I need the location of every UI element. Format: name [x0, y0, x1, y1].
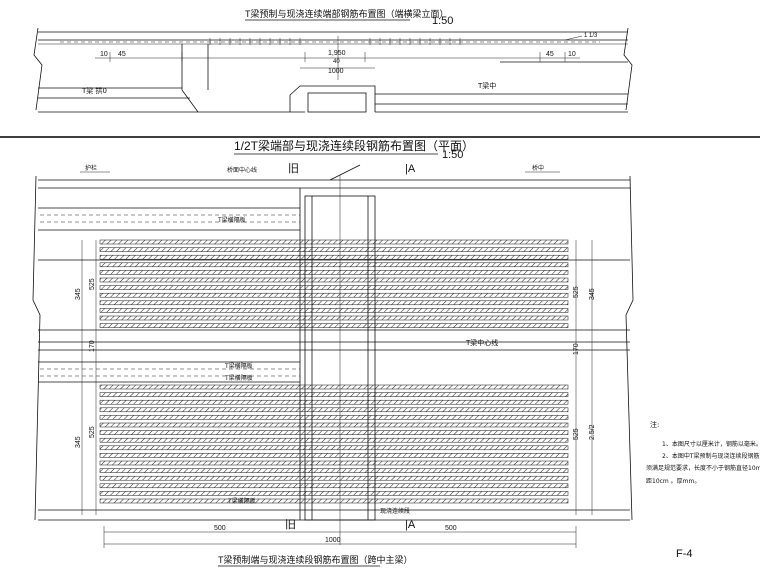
dim-center-40: 40 — [333, 59, 340, 65]
notes-line-4: 距10cm 。厚mm。 — [646, 478, 700, 485]
right-dim-2: 345 — [589, 288, 596, 300]
bottom-dim-total: 1000 — [325, 537, 341, 544]
rebar-group-lower — [99, 384, 569, 504]
dim-right-tag: 1 1/3 — [584, 33, 598, 39]
dim-right-45: 45 — [546, 51, 554, 58]
top-right-label: T梁中 — [477, 81, 496, 90]
rebar-band — [99, 254, 569, 260]
rebar-band — [99, 460, 569, 466]
rebar-band — [99, 277, 569, 283]
rebar-band — [99, 475, 569, 481]
rebar-band — [99, 270, 569, 275]
right-dim-5: 2.5/2 — [589, 424, 596, 440]
top-view-scale: 1:50 — [432, 15, 453, 27]
notes-heading: 注: — [650, 420, 659, 429]
sheet-number: F-4 — [676, 548, 693, 560]
rebar-band — [99, 445, 569, 451]
left-dim-4: 345 — [75, 436, 82, 448]
row-label-3: T梁横隔板 — [224, 374, 253, 382]
rebar-band — [99, 285, 569, 290]
left-dim-5: 525 — [89, 426, 96, 438]
dim-center-1000: 1000 — [328, 68, 344, 75]
drawing-title: T梁预制端与现浇连续段钢筋布置图（跨中主梁） — [218, 554, 413, 565]
plan-view-title: 1/2T梁端部与现浇连续段钢筋布置图（平面） — [234, 138, 474, 153]
rebar-band — [99, 323, 569, 328]
bottom-dim-left: 500 — [214, 525, 226, 532]
right-dim-3: 170 — [573, 343, 580, 355]
plan-view-scale: 1:50 — [442, 149, 463, 161]
right-dim-4: 525 — [573, 428, 580, 440]
dim-left-10: 10 — [100, 51, 108, 58]
top-elevation-view: T梁预制与现浇连续端部钢筋布置图（端横梁立面） 1:50 — [33, 8, 633, 113]
notes-line-1: 1、本图尺寸以厘米计，钢筋以毫米。 — [662, 440, 760, 448]
rebar-band — [99, 239, 569, 245]
rebar-band — [99, 247, 569, 252]
rebar-band — [99, 292, 569, 298]
label-bridge-center: 桥中 — [532, 164, 544, 172]
row-label-1: T梁横隔板 — [217, 216, 246, 224]
rebar-band — [99, 315, 569, 321]
section-mark-top-right: |A — [405, 163, 416, 175]
rebar-band — [99, 437, 569, 443]
rebar-band — [99, 498, 569, 504]
notes-line-3: 须满足规范要求，长度不小于钢筋直径10m, — [646, 464, 760, 472]
rebar-band — [99, 399, 569, 405]
section-mark-bottom-left: 旧 — [285, 518, 296, 531]
top-view-title: T梁预制与现浇连续端部钢筋布置图（端横梁立面） — [245, 8, 449, 19]
rebar-band — [99, 384, 569, 390]
top-left-label: T梁 拱0 — [81, 86, 107, 95]
section-mark-bottom-right: |A — [405, 519, 416, 531]
dim-right-10: 10 — [568, 51, 576, 58]
plan-view: 1/2T梁端部与现浇连续段钢筋布置图（平面） 1:50 旧 |A 护栏 桥面中心… — [32, 138, 760, 567]
rebar-band — [99, 262, 569, 268]
rebar-band — [99, 407, 569, 413]
label-deck-center: 桥面中心线 — [227, 166, 257, 174]
rebar-band — [99, 422, 569, 428]
dim-center-1950: 1,950 — [328, 50, 346, 57]
rebar-band — [99, 308, 569, 313]
bottom-dim-right: 500 — [445, 525, 457, 532]
dim-left-45: 45 — [118, 51, 126, 58]
left-dim-1: 345 — [75, 288, 82, 300]
rebar-band — [99, 453, 569, 458]
rebar-band — [99, 468, 569, 473]
rebar-band — [99, 491, 569, 496]
rebar-band — [99, 392, 569, 397]
left-dim-2: 525 — [89, 278, 96, 290]
section-mark-top-left: 旧 — [288, 162, 299, 175]
row-label-2: T梁横隔板 — [224, 362, 253, 370]
rebar-band — [99, 430, 569, 435]
girder-centerline-label: T梁中心线 — [465, 338, 498, 347]
label-guardrail: 护栏 — [85, 164, 97, 172]
notes-line-2: 2、本图中T梁预制与现浇连续段钢筋连接 — [662, 452, 760, 460]
rebar-band — [99, 483, 569, 489]
rebar-band — [99, 415, 569, 420]
bottom-center-label: 现浇连续段 — [380, 507, 410, 515]
rebar-group-upper — [99, 239, 569, 328]
left-dim-3: 170 — [89, 340, 96, 352]
right-dim-1: 525 — [573, 286, 580, 298]
rebar-band — [99, 300, 569, 306]
